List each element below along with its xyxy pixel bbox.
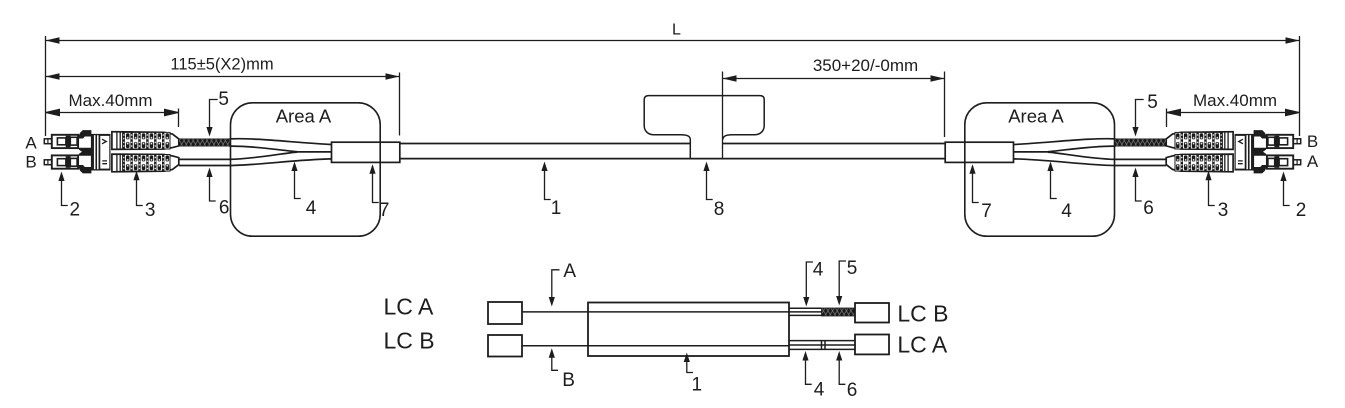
- svg-text:A: A: [563, 261, 576, 282]
- svg-text:3: 3: [1218, 200, 1229, 221]
- svg-text:B: B: [1307, 132, 1318, 151]
- svg-text:LC B: LC B: [897, 301, 948, 327]
- svg-text:2: 2: [1296, 200, 1307, 221]
- svg-text:1: 1: [551, 198, 562, 219]
- svg-text:4: 4: [813, 260, 824, 281]
- svg-text:A: A: [1307, 152, 1319, 171]
- svg-text:1: 1: [692, 375, 703, 396]
- svg-text:5: 5: [1147, 92, 1158, 113]
- svg-text:4: 4: [1061, 201, 1072, 222]
- svg-text:LC A: LC A: [897, 332, 948, 358]
- svg-text:A: A: [25, 134, 37, 153]
- svg-text:3: 3: [145, 200, 156, 221]
- svg-text:6: 6: [219, 198, 230, 219]
- svg-text:2: 2: [70, 199, 81, 220]
- svg-text:8: 8: [714, 199, 725, 220]
- svg-text:B: B: [25, 153, 36, 172]
- svg-text:6: 6: [1143, 198, 1154, 219]
- svg-text:115±5(X2)mm: 115±5(X2)mm: [170, 56, 273, 74]
- svg-text:4: 4: [814, 380, 825, 401]
- svg-text:5: 5: [847, 258, 858, 279]
- svg-text:Area A: Area A: [276, 106, 332, 127]
- svg-text:4: 4: [306, 198, 317, 219]
- svg-text:Max.40mm: Max.40mm: [1193, 91, 1277, 110]
- svg-text:Area A: Area A: [1008, 106, 1064, 127]
- svg-text:LC B: LC B: [384, 328, 435, 354]
- svg-text:7: 7: [379, 200, 390, 221]
- svg-text:B: B: [562, 370, 575, 391]
- svg-text:7: 7: [981, 201, 992, 222]
- svg-text:5: 5: [218, 89, 229, 110]
- svg-text:6: 6: [847, 380, 858, 401]
- svg-text:LC A: LC A: [384, 293, 435, 319]
- svg-text:Max.40mm: Max.40mm: [68, 91, 152, 110]
- svg-text:L: L: [672, 22, 681, 39]
- svg-text:350+20/-0mm: 350+20/-0mm: [813, 56, 918, 75]
